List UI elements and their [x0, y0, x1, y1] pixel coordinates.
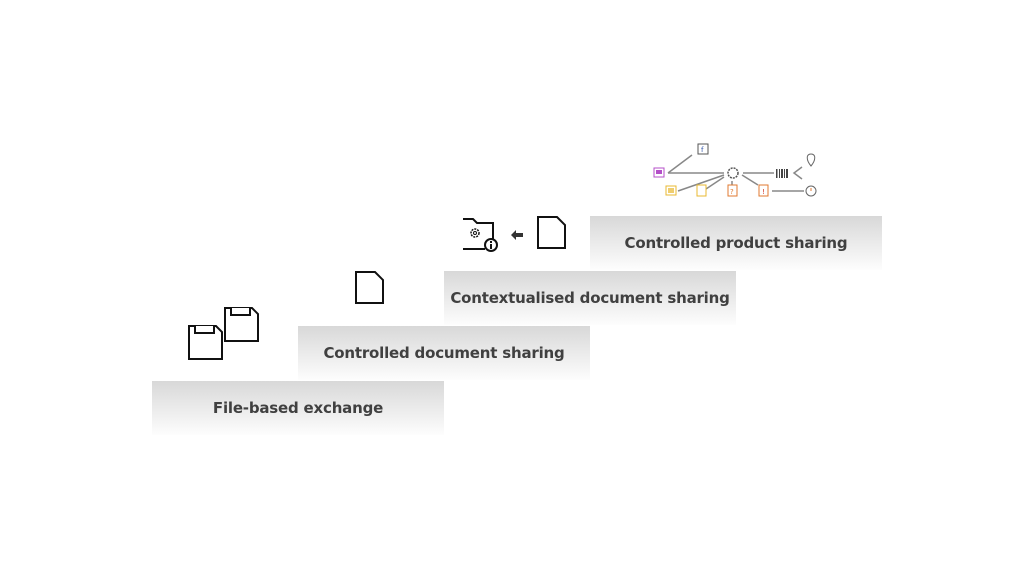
arrow-left-icon [511, 230, 523, 240]
svg-text:!: ! [762, 188, 765, 196]
step-label: Controlled product sharing [624, 234, 848, 252]
folder-settings-info-icon [463, 216, 566, 252]
svg-text:?: ? [730, 188, 734, 196]
document-icon [355, 271, 384, 304]
step-file-based-exchange: File-based exchange [152, 381, 444, 435]
product-network-icon: f ? ! [653, 143, 817, 197]
floppy-disk-icon [188, 307, 259, 360]
step-label: File-based exchange [212, 399, 384, 417]
step-label: Controlled document sharing [323, 344, 565, 362]
step-controlled-document-sharing: Controlled document sharing [298, 326, 590, 380]
step-contextualised-document-sharing: Contextualised document sharing [444, 271, 736, 325]
step-label: Contextualised document sharing [450, 289, 730, 307]
step-controlled-product-sharing: Controlled product sharing [590, 216, 882, 270]
svg-text:f: f [701, 146, 704, 154]
